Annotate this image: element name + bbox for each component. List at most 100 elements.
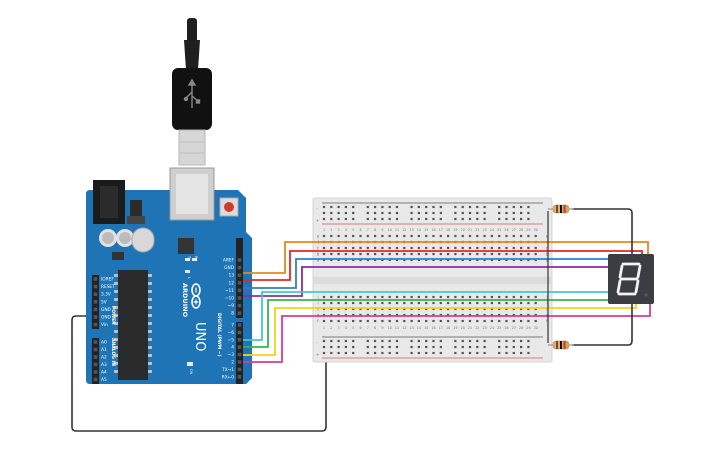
breadboard-hole[interactable] xyxy=(447,252,450,256)
breadboard-hole[interactable] xyxy=(498,295,501,299)
breadboard-hole[interactable] xyxy=(454,217,457,221)
breadboard-hole[interactable] xyxy=(483,211,486,215)
breadboard-hole[interactable] xyxy=(476,205,479,209)
breadboard-hole[interactable] xyxy=(432,295,435,299)
breadboard-hole[interactable] xyxy=(461,313,464,317)
breadboard-hole[interactable] xyxy=(512,205,515,209)
wire-magenta-display[interactable] xyxy=(337,302,651,317)
breadboard-hole[interactable] xyxy=(366,345,369,349)
breadboard-hole[interactable] xyxy=(322,351,326,355)
power-pin-hole[interactable] xyxy=(93,300,98,304)
breadboard-hole[interactable] xyxy=(425,258,428,262)
breadboard-hole[interactable] xyxy=(439,205,442,209)
breadboard-hole[interactable] xyxy=(432,301,435,305)
breadboard-hole[interactable] xyxy=(476,301,479,305)
breadboard-hole[interactable] xyxy=(425,211,428,215)
breadboard-hole[interactable] xyxy=(461,211,464,215)
breadboard-hole[interactable] xyxy=(359,313,362,317)
breadboard-hole[interactable] xyxy=(483,313,486,317)
breadboard-hole[interactable] xyxy=(490,295,493,299)
breadboard-hole[interactable] xyxy=(410,351,413,355)
breadboard-hole[interactable] xyxy=(468,307,472,311)
breadboard-hole[interactable] xyxy=(322,313,326,317)
breadboard-hole[interactable] xyxy=(432,246,435,250)
breadboard-hole[interactable] xyxy=(344,301,347,305)
breadboard-hole[interactable] xyxy=(483,319,486,323)
breadboard-hole[interactable] xyxy=(534,295,537,299)
breadboard-hole[interactable] xyxy=(417,217,420,221)
breadboard-hole[interactable] xyxy=(322,301,326,305)
breadboard-hole[interactable] xyxy=(366,301,369,305)
breadboard-hole[interactable] xyxy=(352,313,355,317)
breadboard-hole[interactable] xyxy=(388,301,391,305)
breadboard-hole[interactable] xyxy=(381,307,384,311)
power-pin-hole[interactable] xyxy=(93,292,98,296)
breadboard-hole[interactable] xyxy=(468,351,472,355)
breadboard-hole[interactable] xyxy=(498,211,501,215)
breadboard-hole[interactable] xyxy=(527,217,530,221)
breadboard-hole[interactable] xyxy=(410,252,413,256)
breadboard-hole[interactable] xyxy=(359,307,362,311)
breadboard-hole[interactable] xyxy=(381,234,384,238)
breadboard-hole[interactable] xyxy=(388,295,391,299)
breadboard-hole[interactable] xyxy=(461,345,464,349)
breadboard-hole[interactable] xyxy=(322,252,326,256)
breadboard-hole[interactable] xyxy=(483,217,486,221)
breadboard-hole[interactable] xyxy=(352,307,355,311)
breadboard-hole[interactable] xyxy=(381,351,384,355)
breadboard-hole[interactable] xyxy=(498,234,501,238)
breadboard-hole[interactable] xyxy=(344,217,347,221)
breadboard-hole[interactable] xyxy=(425,205,428,209)
breadboard-hole[interactable] xyxy=(527,339,530,343)
breadboard-hole[interactable] xyxy=(498,345,501,349)
breadboard-hole[interactable] xyxy=(447,301,450,305)
breadboard-hole[interactable] xyxy=(512,345,515,349)
breadboard-hole[interactable] xyxy=(344,295,347,299)
breadboard-hole[interactable] xyxy=(520,345,523,349)
breadboard-hole[interactable] xyxy=(476,246,479,250)
breadboard-hole[interactable] xyxy=(476,295,479,299)
breadboard-hole[interactable] xyxy=(432,211,435,215)
breadboard-hole[interactable] xyxy=(439,351,442,355)
power-pin-hole[interactable] xyxy=(93,307,98,312)
digital-pin-hole[interactable] xyxy=(237,323,242,327)
breadboard-hole[interactable] xyxy=(505,217,508,221)
breadboard-hole[interactable] xyxy=(395,307,399,311)
breadboard-hole[interactable] xyxy=(468,295,472,299)
breadboard-hole[interactable] xyxy=(374,234,377,238)
breadboard-hole[interactable] xyxy=(410,205,413,209)
breadboard-hole[interactable] xyxy=(490,234,493,238)
breadboard-hole[interactable] xyxy=(432,345,435,349)
breadboard-hole[interactable] xyxy=(374,319,377,323)
breadboard-hole[interactable] xyxy=(374,252,377,256)
digital-pin-hole[interactable] xyxy=(237,296,242,300)
breadboard-hole[interactable] xyxy=(381,211,384,215)
breadboard-hole[interactable] xyxy=(432,313,435,317)
breadboard-hole[interactable] xyxy=(447,258,450,262)
breadboard-hole[interactable] xyxy=(468,252,472,256)
breadboard-hole[interactable] xyxy=(468,313,472,317)
analog-pin-hole[interactable] xyxy=(93,355,98,359)
breadboard-hole[interactable] xyxy=(330,301,333,305)
breadboard-hole[interactable] xyxy=(330,313,333,317)
breadboard-hole[interactable] xyxy=(388,205,391,209)
breadboard-hole[interactable] xyxy=(395,345,399,349)
breadboard-hole[interactable] xyxy=(505,301,508,305)
breadboard-hole[interactable] xyxy=(330,339,333,343)
breadboard-hole[interactable] xyxy=(432,319,435,323)
breadboard-hole[interactable] xyxy=(352,351,355,355)
breadboard-hole[interactable] xyxy=(359,234,362,238)
breadboard-hole[interactable] xyxy=(381,246,384,250)
breadboard-hole[interactable] xyxy=(520,307,523,311)
breadboard-hole[interactable] xyxy=(505,351,508,355)
breadboard-hole[interactable] xyxy=(395,258,399,262)
breadboard-hole[interactable] xyxy=(512,246,515,250)
breadboard-hole[interactable] xyxy=(395,205,399,209)
breadboard-hole[interactable] xyxy=(498,301,501,305)
breadboard-hole[interactable] xyxy=(337,313,340,317)
breadboard-hole[interactable] xyxy=(505,313,508,317)
breadboard-hole[interactable] xyxy=(476,313,479,317)
breadboard-hole[interactable] xyxy=(461,246,464,250)
breadboard-hole[interactable] xyxy=(337,205,340,209)
breadboard-hole[interactable] xyxy=(337,295,340,299)
